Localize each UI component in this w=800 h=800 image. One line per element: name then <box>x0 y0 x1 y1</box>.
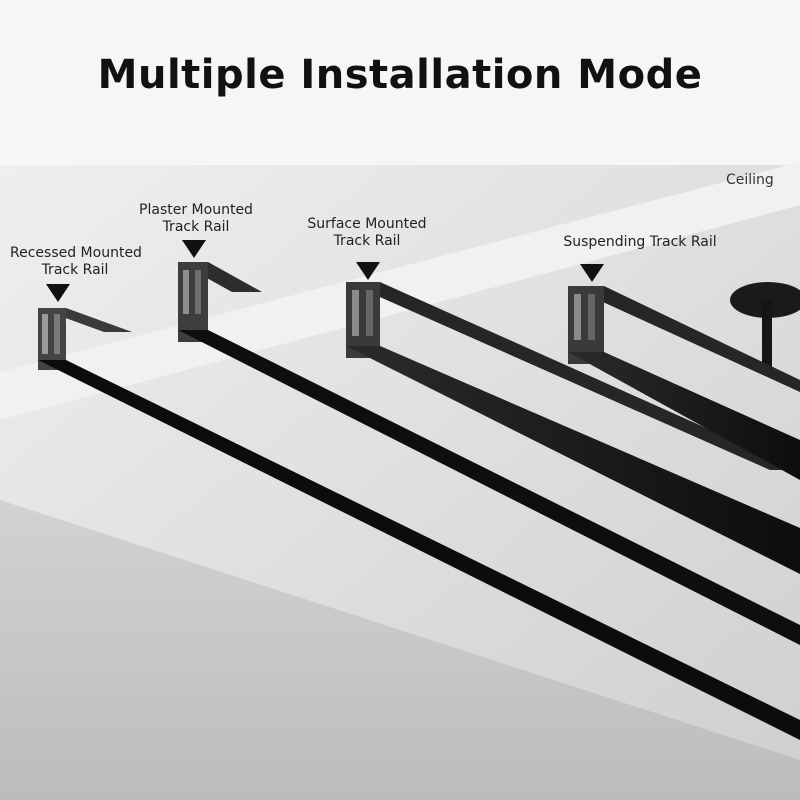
surface-rail <box>346 282 800 574</box>
label-surface-line1: Surface Mounted <box>307 216 427 232</box>
pointer-arrow-surface <box>356 262 380 280</box>
label-recessed-line2: Track Rail <box>41 262 109 278</box>
pointer-arrow-recessed <box>46 284 70 302</box>
label-plaster-line2: Track Rail <box>162 219 230 235</box>
label-recessed: Recessed Mounted Track Rail <box>10 245 142 279</box>
label-recessed-line1: Recessed Mounted <box>10 245 142 261</box>
label-suspending-line1: Suspending Track Rail <box>563 234 717 250</box>
ceiling-label: Ceiling <box>726 172 774 188</box>
recessed-rail <box>38 308 800 740</box>
page-title: Multiple Installation Mode <box>97 52 703 98</box>
header-backdrop <box>0 0 800 165</box>
pointer-arrow-suspending <box>580 264 604 282</box>
label-plaster: Plaster Mounted Track Rail <box>132 202 260 236</box>
label-suspending: Suspending Track Rail <box>560 234 720 251</box>
suspending-rail <box>568 282 800 480</box>
ceiling-lower-shade <box>0 500 800 800</box>
plaster-rail <box>178 262 800 645</box>
label-plaster-line1: Plaster Mounted <box>139 202 253 218</box>
label-surface: Surface Mounted Track Rail <box>302 216 432 250</box>
pointer-arrow-plaster <box>182 240 206 258</box>
label-surface-line2: Track Rail <box>333 233 401 249</box>
